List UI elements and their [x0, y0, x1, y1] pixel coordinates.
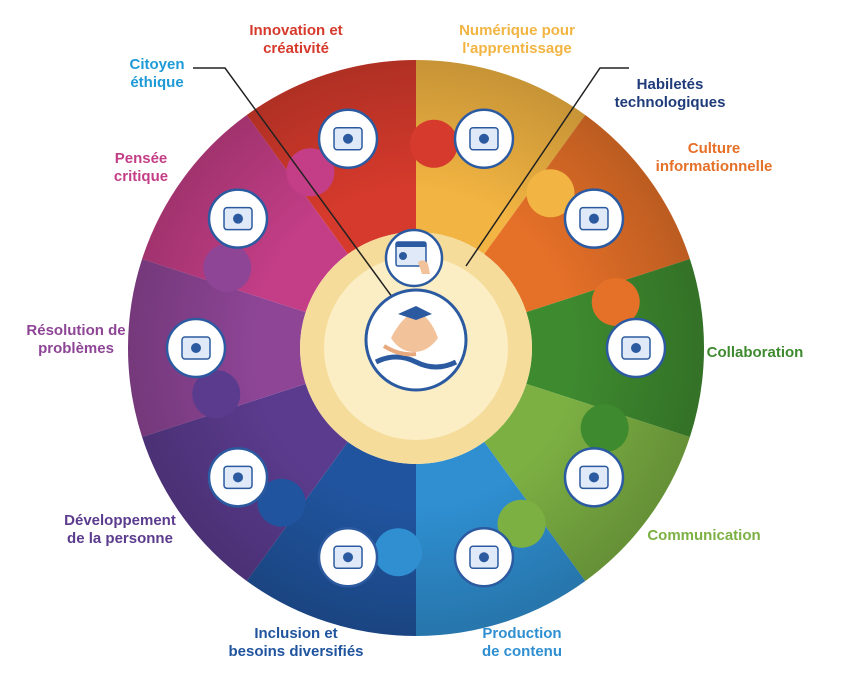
browser-hand-icon [384, 228, 444, 288]
puzzle-tab-production [374, 528, 423, 577]
label-line: besoins diversifiés [228, 643, 364, 660]
puzzle-tab-developpement [192, 370, 241, 419]
puzzle-tabs [192, 119, 640, 577]
label-line: Citoyen [129, 56, 185, 73]
label-line: Innovation et [249, 22, 343, 39]
laptop-icon [453, 108, 515, 170]
hands-together-icon [364, 288, 468, 392]
label-line: Culture [687, 140, 741, 157]
label-line: problèmes [38, 340, 114, 357]
label-communication: Communication [647, 527, 760, 545]
label-line: Inclusion et [254, 625, 338, 642]
label-collaboration: Collaboration [707, 344, 804, 362]
label-line: critique [113, 168, 169, 185]
label-line: Développement [64, 512, 176, 529]
label-line: Pensée [114, 150, 168, 167]
puzzle-tab-culture [591, 277, 640, 326]
leader-lines [193, 67, 629, 306]
lightbulb-icon [317, 108, 379, 170]
cycle-arrows-icon [317, 526, 379, 588]
label-line: éthique [130, 74, 184, 91]
label-line: Numérique pour [459, 22, 575, 39]
target-icon [165, 317, 227, 379]
puzzle-tab-resolution [203, 243, 252, 292]
segment-icons [165, 108, 667, 588]
label-line: Collaboration [706, 344, 804, 361]
label-line: informationnelle [655, 158, 773, 175]
puzzle-tab-collaboration [580, 404, 629, 453]
chat-bubbles-icon [563, 447, 625, 508]
puzzle-tab-numerique [526, 169, 575, 218]
puzzle-tab-innovation [409, 119, 458, 168]
leader-line-citoyen [193, 67, 399, 306]
brain-question-icon [207, 188, 269, 249]
puzzle-tab-communication [497, 499, 546, 548]
puzzle-tab-pensee [286, 148, 335, 197]
label-line: Habiletés [636, 76, 704, 93]
label-line: Production [482, 625, 562, 642]
puzzle-tab-inclusion [257, 478, 306, 527]
leader-line-habiletes [465, 67, 629, 267]
label-line: l'apprentissage [462, 40, 572, 57]
team-gear-icon [605, 317, 667, 379]
network-computers-icon [207, 447, 269, 508]
label-line: de la personne [67, 530, 173, 547]
label-line: technologiques [614, 94, 726, 111]
label-line: Communication [647, 527, 761, 544]
magnifier-document-icon [563, 188, 625, 249]
label-line: Résolution de [26, 322, 126, 339]
label-line: de contenu [481, 643, 563, 660]
video-monitor-icon [453, 526, 515, 588]
label-line: créativité [263, 40, 329, 57]
